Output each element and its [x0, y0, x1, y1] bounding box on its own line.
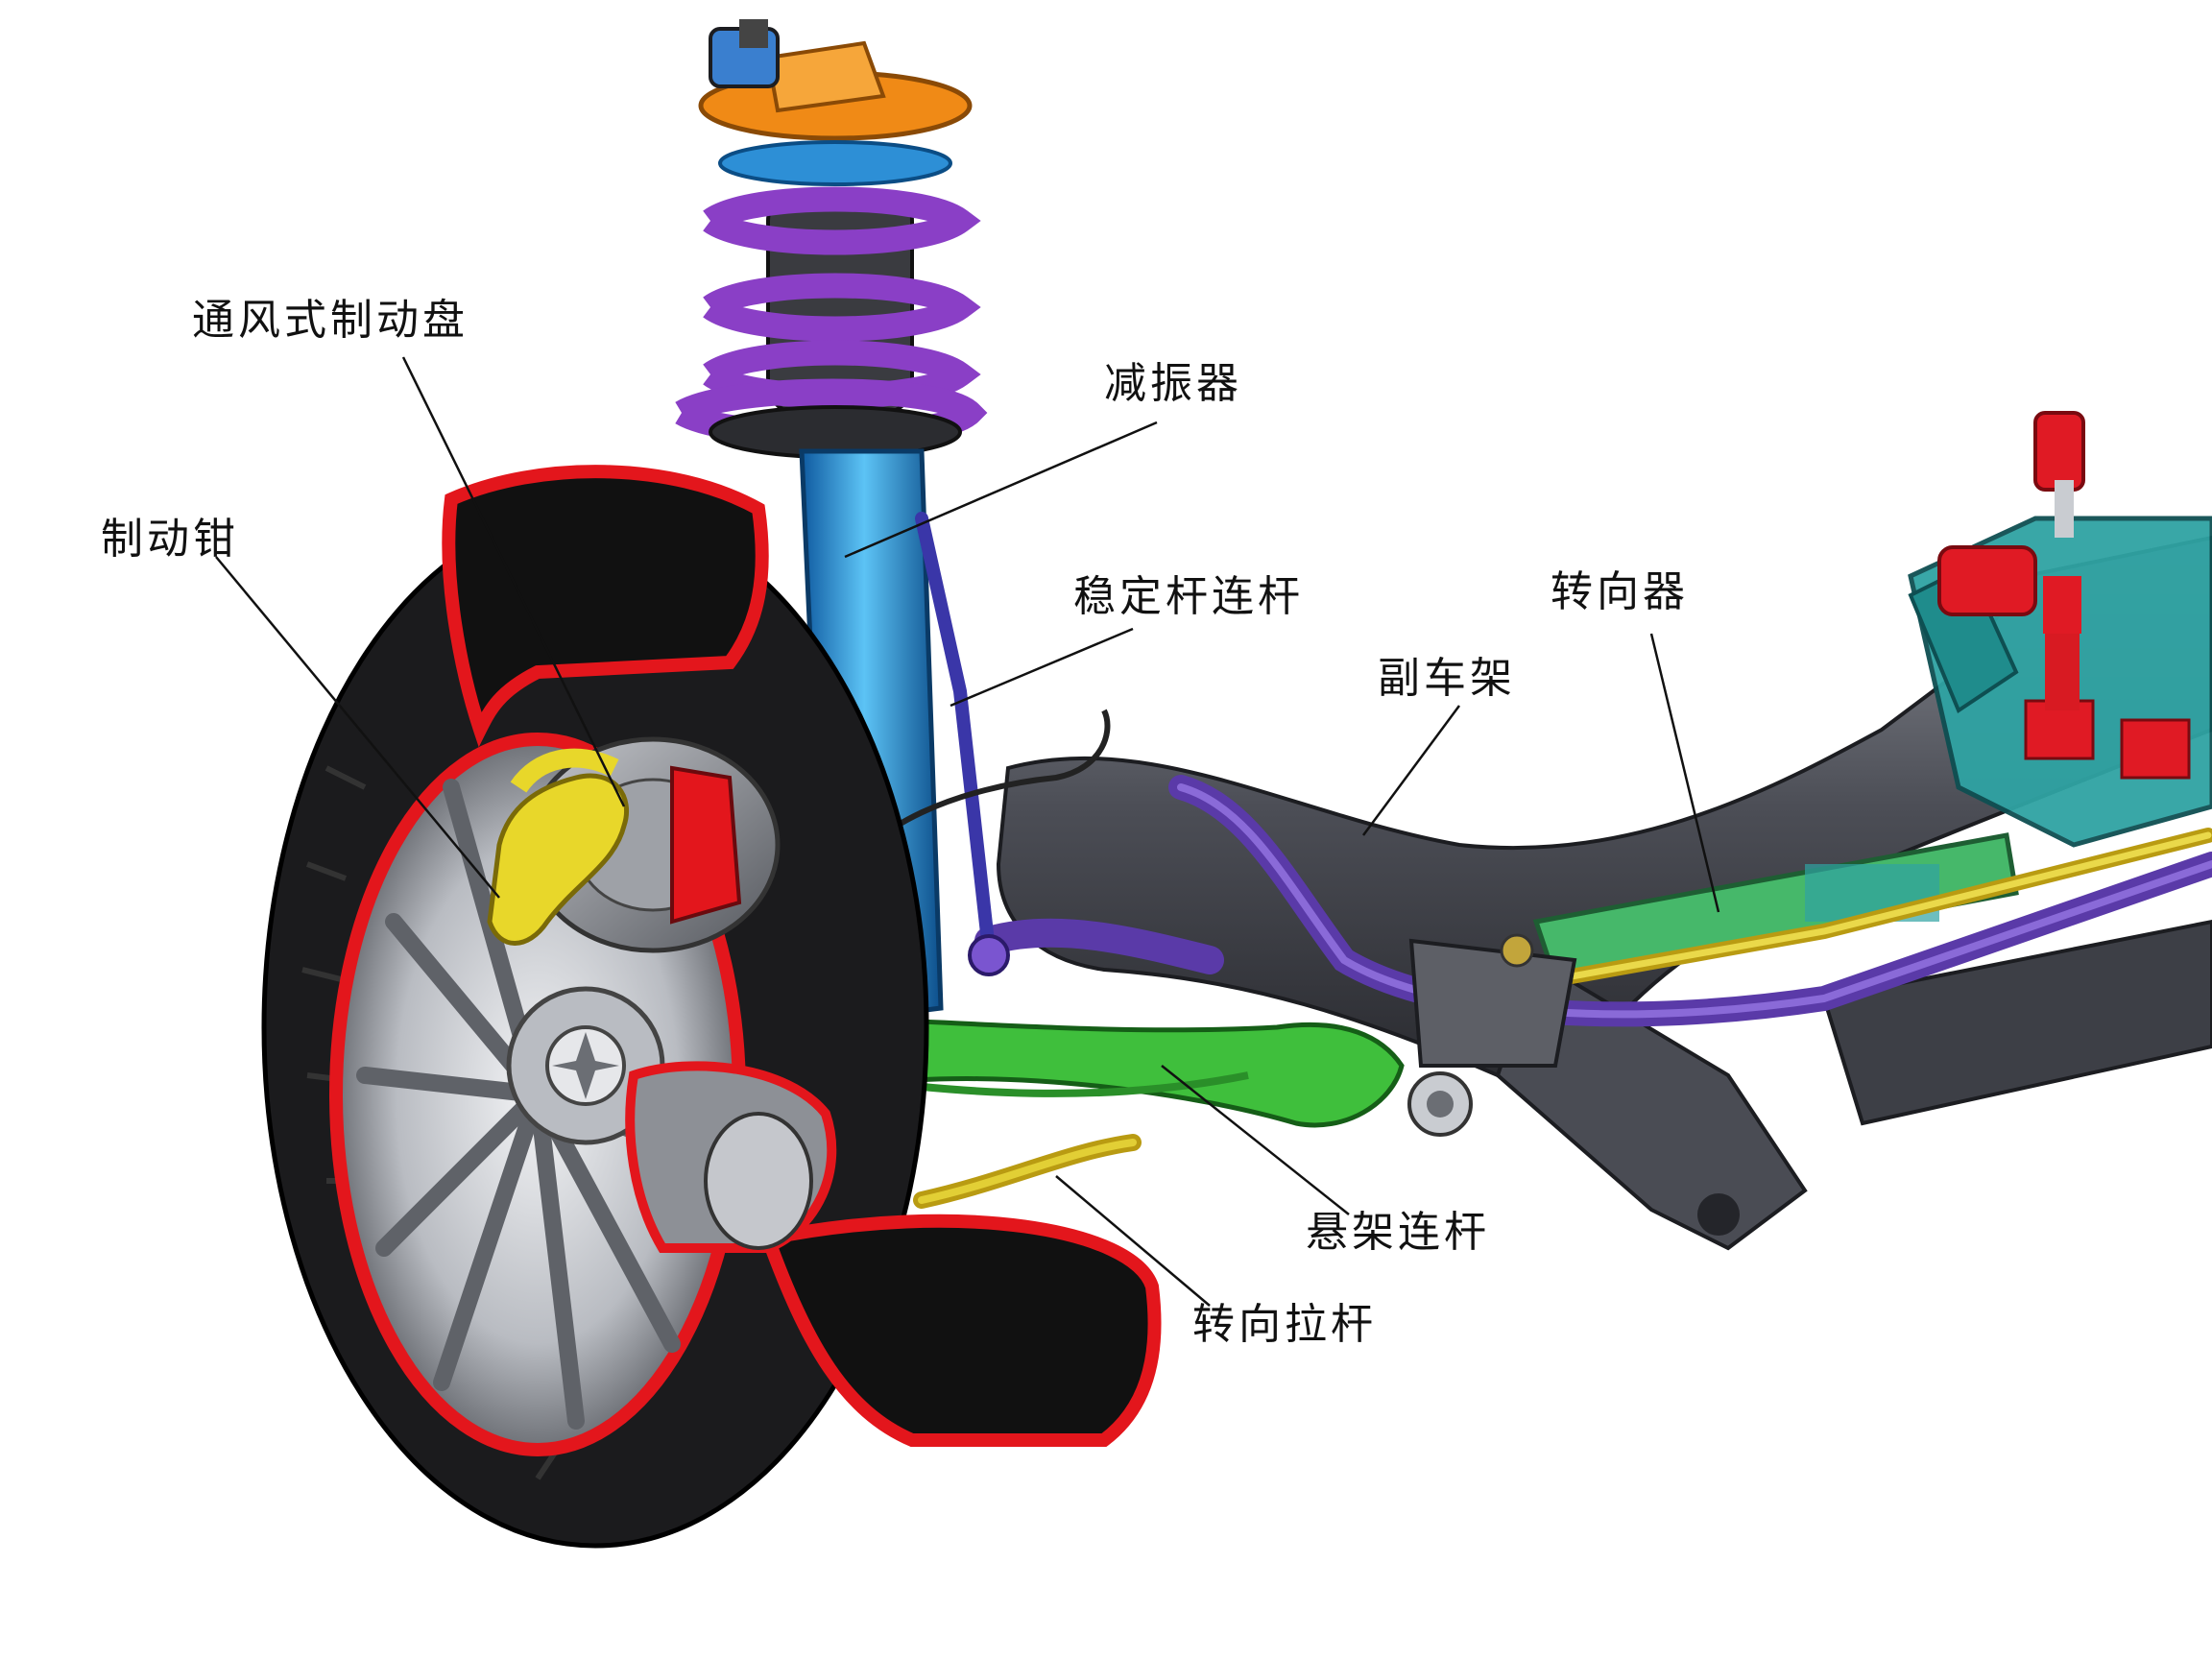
- leader-steering-gear: [1649, 633, 1720, 913]
- label-shock-absorber: 减振器: [1104, 359, 1242, 408]
- label-brake-caliper: 制动钳: [101, 515, 239, 564]
- leader-subframe: [1361, 705, 1461, 836]
- leader-lines: [215, 356, 1720, 1307]
- label-suspension-link: 悬架连杆: [1306, 1208, 1490, 1257]
- leader-brake-caliper: [215, 556, 500, 899]
- label-tie-rod: 转向拉杆: [1192, 1300, 1377, 1349]
- leader-tie-rod: [1055, 1175, 1211, 1307]
- stabilizer-link: [915, 512, 1010, 976]
- outer-tie-rod: [913, 1134, 1142, 1209]
- wheel: [261, 465, 1162, 1549]
- hub-cutaway: [625, 1061, 837, 1253]
- leader-stabilizer-link: [950, 627, 1134, 708]
- subframe: [996, 535, 2212, 1251]
- leader-brake-disc: [401, 356, 626, 807]
- bushings: [1937, 411, 2085, 616]
- crossmember: [1908, 516, 2212, 848]
- label-subframe: 副车架: [1378, 654, 1516, 703]
- leader-suspension-link: [1161, 1065, 1350, 1215]
- label-brake-disc: 通风式制动盘: [192, 296, 469, 345]
- label-stabilizer-link: 稳定杆连杆: [1073, 572, 1304, 621]
- stabilizer-bar: [974, 775, 2212, 1027]
- label-steering-gear: 转向器: [1551, 567, 1689, 616]
- inner-tie-rod: [1548, 828, 2212, 987]
- leader-shock-absorber: [844, 421, 1158, 559]
